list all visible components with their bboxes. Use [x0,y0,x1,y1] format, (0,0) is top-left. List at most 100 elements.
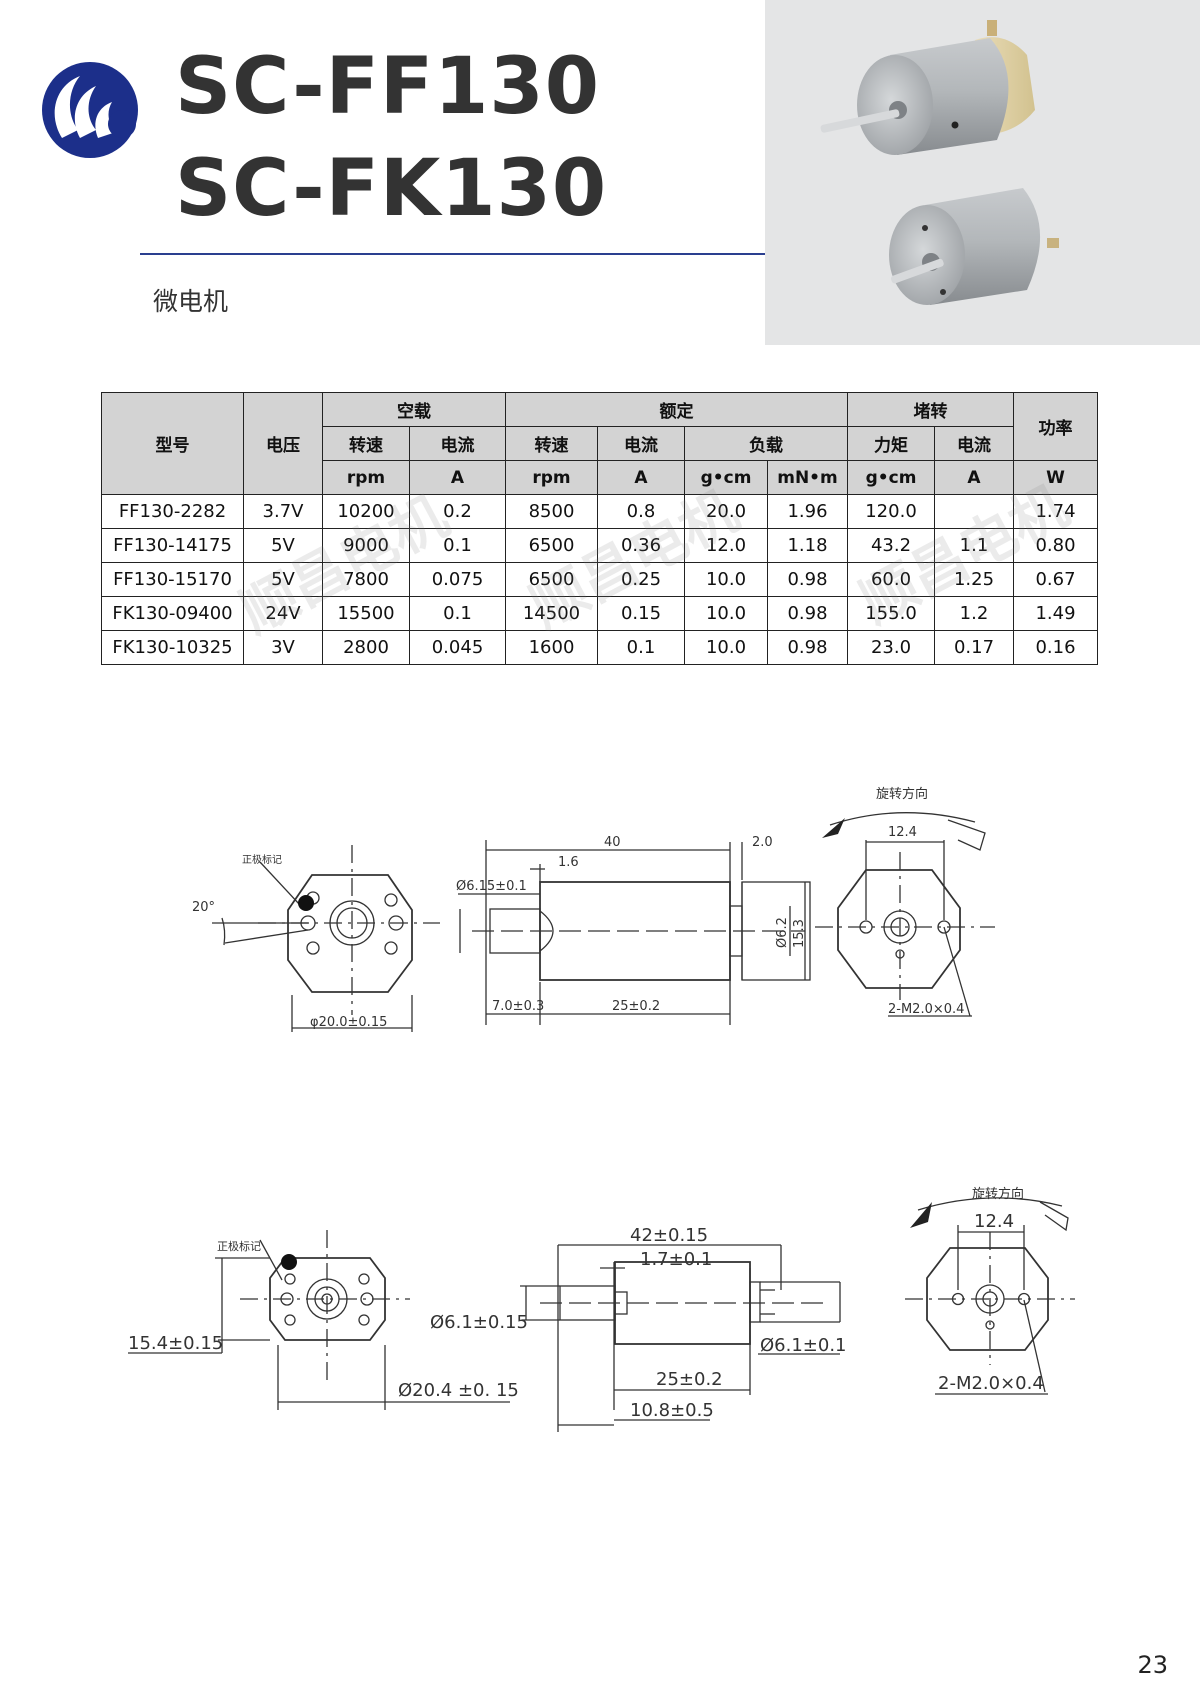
table-cell: 0.98 [767,630,848,665]
header-no-load: 空载 [322,392,506,427]
table-cell: 0.16 [1013,630,1098,665]
table-cell: FK130-10325 [101,630,244,665]
table-cell: 6500 [505,562,598,597]
table-row: FF130-15170 5V 7800 0.075 6500 0.25 10.0… [101,562,1098,597]
header-stall: 堵转 [847,392,1014,427]
table-row: FF130-2282 3.7V 10200 0.2 8500 0.8 20.0 … [101,494,1098,529]
header-stall-current: 电流 [934,426,1014,461]
table-cell: 3.7V [243,494,323,529]
dim-2-0: 2.0 [752,835,773,850]
product-category: 微电机 [153,287,229,316]
table-cell: 5V [243,562,323,597]
table-cell: 23.0 [847,630,935,665]
table-cell: 1.18 [767,528,848,563]
header-model: 型号 [101,392,244,495]
table-cell: 43.2 [847,528,935,563]
dim-15-3: 15.3 [792,919,807,948]
dim-12-4: 12.4 [974,1211,1014,1232]
positive-mark-label: 正极标记 [217,1239,261,1253]
table-cell: 0.25 [597,562,685,597]
unit-cell: rpm [322,460,410,495]
dim-1-7: 1.7±0.1 [640,1249,712,1270]
table-cell: 0.1 [409,528,506,563]
motor-photo-top [820,20,1035,155]
table-cell: 0.67 [1013,562,1098,597]
unit-cell: W [1013,460,1098,495]
table-cell: 0.045 [409,630,506,665]
table-cell: 20.0 [684,494,768,529]
header-stall-torque: 力矩 [847,426,935,461]
table-cell: 60.0 [847,562,935,597]
table-cell: 8500 [505,494,598,529]
positive-mark-label: 正极标记 [242,853,282,866]
header-rated-load: 负载 [684,426,848,461]
dim-body-diameter: Ø20.4 ±0. 15 [398,1380,519,1401]
table-cell: 1.96 [767,494,848,529]
table-cell: 10.0 [684,596,768,631]
product-photo-panel [765,0,1200,345]
dim-shaft-diameter-right: Ø6.1±0.1 [760,1335,847,1356]
table-cell: 3V [243,630,323,665]
table-cell: 0.98 [767,596,848,631]
table-cell: FF130-2282 [101,494,244,529]
table-cell: 1.1 [934,528,1014,563]
table-cell: 1.74 [1013,494,1098,529]
technical-drawing-fk130: 正极标记 15.4±0.15 Ø20.4 ±0. 15 42±0.15 1.7±… [128,1186,1075,1432]
header-rated-speed: 转速 [505,426,598,461]
dim-6-2: Ø6.2 [775,917,790,948]
rotation-label: 旋转方向 [972,1186,1024,1202]
thread-label: 2-M2.0×0.4 [938,1373,1044,1394]
technical-drawing-ff130: 正极标记 20° φ20.0±0.15 40 1.6 2.0 Ø6.15±0.1… [192,786,995,1032]
table-cell: 24V [243,596,323,631]
table-cell: 10200 [322,494,410,529]
title-divider [140,253,765,255]
table-cell: FF130-15170 [101,562,244,597]
table-cell: 0.36 [597,528,685,563]
unit-cell: g•cm [684,460,768,495]
unit-cell: A [409,460,506,495]
table-cell: 9000 [322,528,410,563]
unit-cell: A [597,460,685,495]
thread-label: 2-M2.0×0.4 [888,1002,964,1017]
dim-shaft-length: 7.0±0.3 [492,999,544,1014]
table-cell: 1.25 [934,562,1014,597]
unit-cell: A [934,460,1014,495]
wave-logo-icon [42,62,138,158]
dim-body-diameter: φ20.0±0.15 [310,1015,387,1030]
dim-total-length: 40 [604,835,621,850]
table-row: FK130-10325 3V 2800 0.045 1600 0.1 10.0 … [101,630,1098,665]
table-cell: 10.0 [684,630,768,665]
table-cell: 14500 [505,596,598,631]
header-voltage: 电压 [243,392,323,495]
header-noload-current: 电流 [409,426,506,461]
table-cell: 7800 [322,562,410,597]
page-number: 23 [1137,1651,1168,1679]
table-cell: 155.0 [847,596,935,631]
table-cell [934,494,1014,529]
table-cell: 6500 [505,528,598,563]
motor-photo-bottom [889,188,1059,305]
table-cell: 1600 [505,630,598,665]
product-title-line1: SC-FF130 [175,42,600,132]
table-cell: 15500 [322,596,410,631]
angle-label: 20° [192,900,215,915]
table-cell: 1.2 [934,596,1014,631]
header-power: 功率 [1013,392,1098,461]
dim-10-8: 10.8±0.5 [630,1400,714,1421]
table-cell: 0.1 [597,630,685,665]
dim-15-4: 15.4±0.15 [128,1333,223,1354]
dim-shaft-diameter: Ø6.15±0.1 [456,879,527,894]
unit-cell: rpm [505,460,598,495]
table-cell: 1.49 [1013,596,1098,631]
table-cell: 0.8 [597,494,685,529]
header-rated: 额定 [505,392,848,427]
dim-1-6: 1.6 [558,855,579,870]
table-cell: 0.98 [767,562,848,597]
dim-total-length: 42±0.15 [630,1225,708,1246]
table-cell: 0.075 [409,562,506,597]
table-cell: 10.0 [684,562,768,597]
dim-25: 25±0.2 [612,999,660,1014]
product-title-line2: SC-FK130 [175,144,608,234]
table-cell: 0.17 [934,630,1014,665]
table-cell: FF130-14175 [101,528,244,563]
